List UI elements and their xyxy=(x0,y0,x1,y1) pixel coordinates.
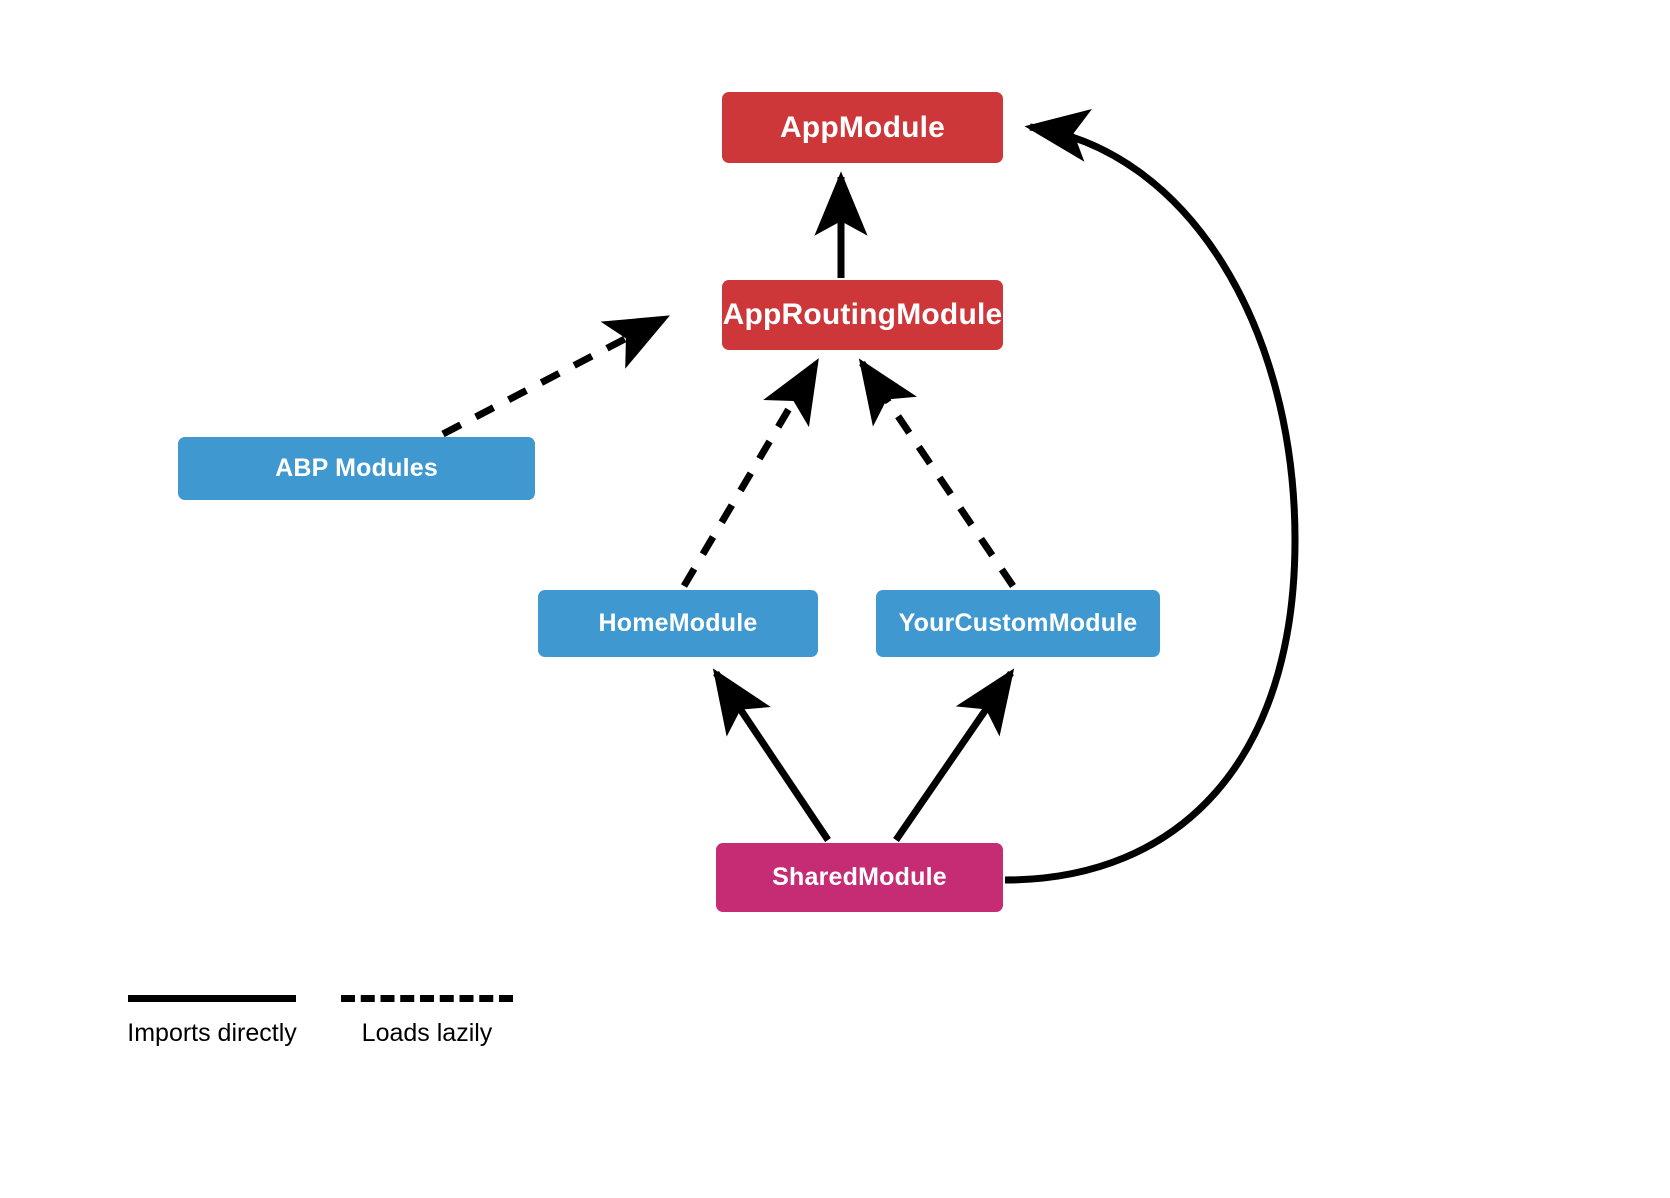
node-sharedmodule-label: SharedModule xyxy=(772,863,947,891)
edge-yourcustommodule-to-approutingmodule xyxy=(858,358,1016,588)
node-approutingmodule[interactable]: AppRoutingModule xyxy=(722,280,1003,350)
edge-sharedmodule-to-yourcustommodule xyxy=(893,668,1015,842)
legend-solid-line-swatch xyxy=(128,995,296,1002)
legend-loads-lazily-label: Loads lazily xyxy=(361,1019,493,1047)
node-appmodule-label: AppModule xyxy=(779,110,946,144)
legend: Imports directly Loads lazily xyxy=(127,995,513,1048)
node-yourcustommodule[interactable]: YourCustomModule xyxy=(876,590,1160,657)
node-sharedmodule[interactable]: SharedModule xyxy=(716,843,1003,912)
node-appmodule[interactable]: AppModule xyxy=(722,92,1003,163)
node-abpmodules[interactable]: ABP Modules xyxy=(178,437,535,500)
legend-imports-directly-label: Imports directly xyxy=(127,1019,297,1047)
node-yourcustommodule-label: YourCustomModule xyxy=(898,609,1138,637)
node-approutingmodule-label: AppRoutingModule xyxy=(722,298,1003,331)
edge-sharedmodule-to-homemodule xyxy=(712,668,831,842)
legend-dashed-line-swatch xyxy=(341,995,513,1002)
legend-item-loads-lazily: Loads lazily xyxy=(341,995,513,1048)
edge-sharedmodule-to-appmodule-curve xyxy=(1004,109,1299,884)
legend-item-imports-directly: Imports directly xyxy=(127,995,297,1048)
node-abpmodules-label: ABP Modules xyxy=(275,454,438,482)
node-homemodule[interactable]: HomeModule xyxy=(538,590,818,657)
edge-homemodule-to-approutingmodule xyxy=(680,358,820,588)
node-homemodule-label: HomeModule xyxy=(598,609,758,637)
edge-abpmodules-to-approutingmodule xyxy=(441,314,670,438)
